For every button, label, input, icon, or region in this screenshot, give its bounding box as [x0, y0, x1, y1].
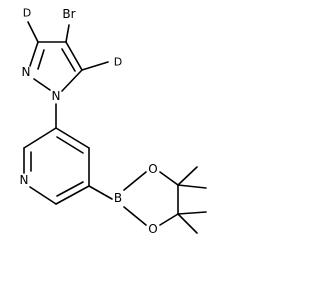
bond-c3-d: [27, 21, 39, 43]
bond-c5-n1: [61, 69, 83, 92]
bond-o-bottom-c: [159, 213, 179, 226]
bond-o-top-c: [159, 171, 179, 186]
bonds: [23, 21, 207, 234]
bond-c4-c5: [65, 41, 83, 71]
bond-py-c5-c1: [55, 127, 90, 149]
atom-n-pyrazole-2: N: [22, 65, 31, 79]
bond-b-o-bottom: [123, 206, 147, 226]
bond-methyl-bottom-2: [177, 213, 198, 234]
chemical-structure: Br D D N N N B O O: [20, 7, 207, 237]
atom-br: Br: [62, 7, 75, 21]
bond-c5-d: [81, 61, 109, 71]
atom-b: B: [114, 191, 122, 205]
atom-d-right: D: [114, 56, 122, 69]
bond-py-n-c3: [29, 186, 57, 205]
bond-py-c5-c1-double: [56, 136, 84, 154]
atom-d-left: D: [23, 7, 31, 20]
bond-methyl-bottom-1: [177, 211, 207, 215]
bond-c4-c5-double: [61, 48, 76, 72]
bond-py-c3-c4: [55, 185, 90, 205]
bond-n1-n2: [33, 78, 51, 91]
atom-labels: Br D D N N N B O O: [20, 7, 158, 237]
atom-n-pyridine: N: [20, 173, 29, 187]
bond-py-c1-c2: [23, 127, 57, 149]
bond-methyl-top-1: [177, 166, 198, 186]
atom-o-bottom: O: [148, 222, 157, 236]
bond-c4-br: [65, 24, 70, 43]
bond-n2-c3: [29, 41, 39, 67]
atom-o-top: O: [148, 162, 157, 176]
bond-n2-c3-double: [37, 49, 45, 70]
bond-c4-b: [88, 185, 113, 200]
bond-b-o-top: [123, 171, 147, 191]
bond-methyl-top-2: [177, 184, 207, 189]
atom-n-pyrazole-1: N: [52, 89, 61, 103]
bond-py-c3-c4-double: [56, 181, 84, 197]
